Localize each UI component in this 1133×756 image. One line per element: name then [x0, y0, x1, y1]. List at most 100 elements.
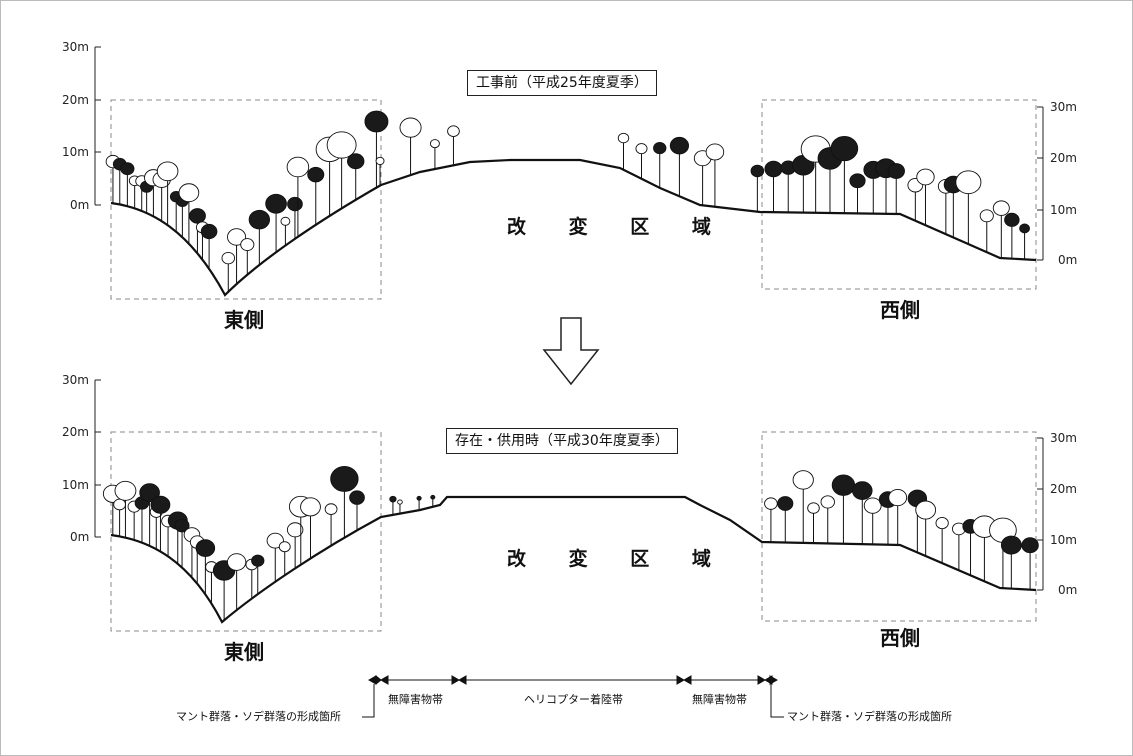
right-tick-bottom-0: 0m [1058, 583, 1078, 597]
tree-silhouette-icon [227, 553, 247, 611]
tree-silhouette-icon [916, 168, 935, 226]
tree-silhouette-icon [307, 166, 325, 225]
tree-silhouette-icon [286, 522, 304, 569]
east-label-top: 東側 [224, 308, 264, 332]
tree-silhouette-icon [907, 178, 924, 221]
tree-silhouette-icon [888, 488, 908, 545]
right-tick-bottom-10: 10m [1050, 533, 1077, 547]
zone-label-bottom: 改 変 区 域 [507, 548, 729, 570]
left-tick-bottom-10: 10m [62, 478, 89, 492]
left-tick-bottom-30: 30m [62, 373, 89, 387]
right-tick-bottom-20: 20m [1050, 482, 1077, 496]
tree-silhouette-icon [705, 143, 725, 207]
tree-silhouette-icon [807, 502, 820, 544]
tree-silhouette-icon [347, 153, 365, 201]
tree-silhouette-icon [278, 541, 291, 576]
tree-silhouette-icon [1021, 537, 1039, 590]
tree-silhouette-icon [389, 495, 397, 515]
tree-silhouette-icon [653, 141, 667, 189]
tree-silhouette-icon [176, 195, 189, 237]
tree-silhouette-icon [349, 490, 365, 531]
right-tick-bottom-30: 30m [1050, 431, 1077, 445]
right-tick-top-30: 30m [1050, 100, 1077, 114]
left-tick-top-20: 20m [62, 93, 89, 107]
tree-silhouette-icon [935, 517, 949, 563]
tree-silhouette-icon [831, 474, 856, 544]
tree-silhouette-icon [635, 143, 648, 179]
tree-silhouette-icon [416, 495, 422, 511]
tree-silhouette-icon [849, 173, 866, 214]
legend-obstacle-free-left: 無障害物帯 [388, 693, 443, 706]
legend-helipad: ヘリコプター着陸帯 [524, 693, 623, 706]
tree-silhouette-icon [287, 196, 303, 240]
caption-after: 存在・供用時（平成30年度夏季） [446, 428, 678, 454]
east-box-top [110, 99, 382, 300]
tree-silhouette-icon [777, 496, 794, 543]
tree-silhouette-icon [114, 480, 137, 538]
tree-silhouette-icon [979, 209, 994, 253]
caption-before: 工事前（平成25年度夏季） [467, 70, 657, 96]
tree-silhouette-icon [429, 139, 440, 170]
tree-silhouette-icon [120, 162, 135, 206]
tree-silhouette-icon [447, 125, 460, 166]
trees-top [105, 110, 1030, 292]
tree-silhouette-icon [221, 251, 236, 292]
tree-silhouette-icon [907, 489, 928, 553]
tree-silhouette-icon [820, 495, 835, 544]
tree-silhouette-icon [178, 183, 200, 244]
left-tick-bottom-20: 20m [62, 425, 89, 439]
tree-silhouette-icon [915, 500, 937, 556]
left-tick-top-30: 30m [62, 40, 89, 54]
tree-silhouette-icon [830, 135, 859, 214]
tree-silhouette-icon [1004, 212, 1020, 259]
tree-silhouette-icon [399, 117, 422, 175]
right-tick-top-10: 10m [1050, 203, 1077, 217]
west-label-top: 西側 [880, 298, 920, 322]
east-label-bottom: 東側 [224, 640, 264, 664]
tree-silhouette-icon [764, 497, 778, 543]
tree-silhouette-icon [326, 131, 357, 209]
tree-silhouette-icon [792, 154, 815, 213]
legend-mantle-left: マント群落・ソデ群落の形成箇所 [176, 710, 341, 723]
tree-silhouette-icon [150, 495, 171, 552]
legend-obstacle-free-right: 無障害物帯 [692, 693, 747, 706]
legend-mantle-right: マント群落・ソデ群落の形成箇所 [787, 710, 952, 723]
tree-silhouette-icon [1000, 535, 1022, 589]
tree-silhouette-icon [375, 156, 385, 186]
east-box-bottom [110, 431, 382, 632]
left-tick-top-0: 0m [70, 198, 90, 212]
tree-silhouette-icon [240, 238, 255, 276]
tree-silhouette-icon [1019, 223, 1030, 260]
tree-silhouette-icon [863, 497, 882, 545]
tree-silhouette-icon [951, 522, 966, 571]
tree-silhouette-icon [227, 228, 247, 285]
tree-silhouette-icon [134, 496, 150, 543]
tree-silhouette-icon [430, 494, 436, 508]
trees-bottom [102, 466, 1039, 621]
tree-silhouette-icon [188, 208, 206, 253]
tree-silhouette-icon [669, 136, 690, 196]
ground-profile-bottom [110, 495, 1037, 624]
tree-silhouette-icon [265, 193, 287, 252]
tree-silhouette-icon [324, 503, 338, 546]
tree-silhouette-icon [887, 163, 905, 214]
tree-silhouette-icon [195, 539, 216, 596]
down-arrow-outline-icon [542, 317, 600, 386]
tree-silhouette-icon [139, 483, 160, 546]
west-box-top [761, 99, 1037, 290]
tree-silhouette-icon [280, 216, 291, 246]
right-tick-top-0: 0m [1058, 253, 1078, 267]
tree-silhouette-icon [955, 170, 982, 244]
tree-silhouette-icon [693, 150, 712, 206]
tree-silhouette-icon [764, 160, 783, 213]
tree-silhouette-icon [248, 209, 271, 266]
tree-silhouette-icon [174, 518, 190, 568]
right-tick-top-20: 20m [1050, 151, 1077, 165]
tree-silhouette-icon [397, 499, 403, 514]
west-box-bottom [761, 431, 1037, 622]
tree-silhouette-icon [330, 466, 359, 538]
tree-silhouette-icon [266, 532, 284, 582]
tree-silhouette-icon [251, 554, 265, 595]
